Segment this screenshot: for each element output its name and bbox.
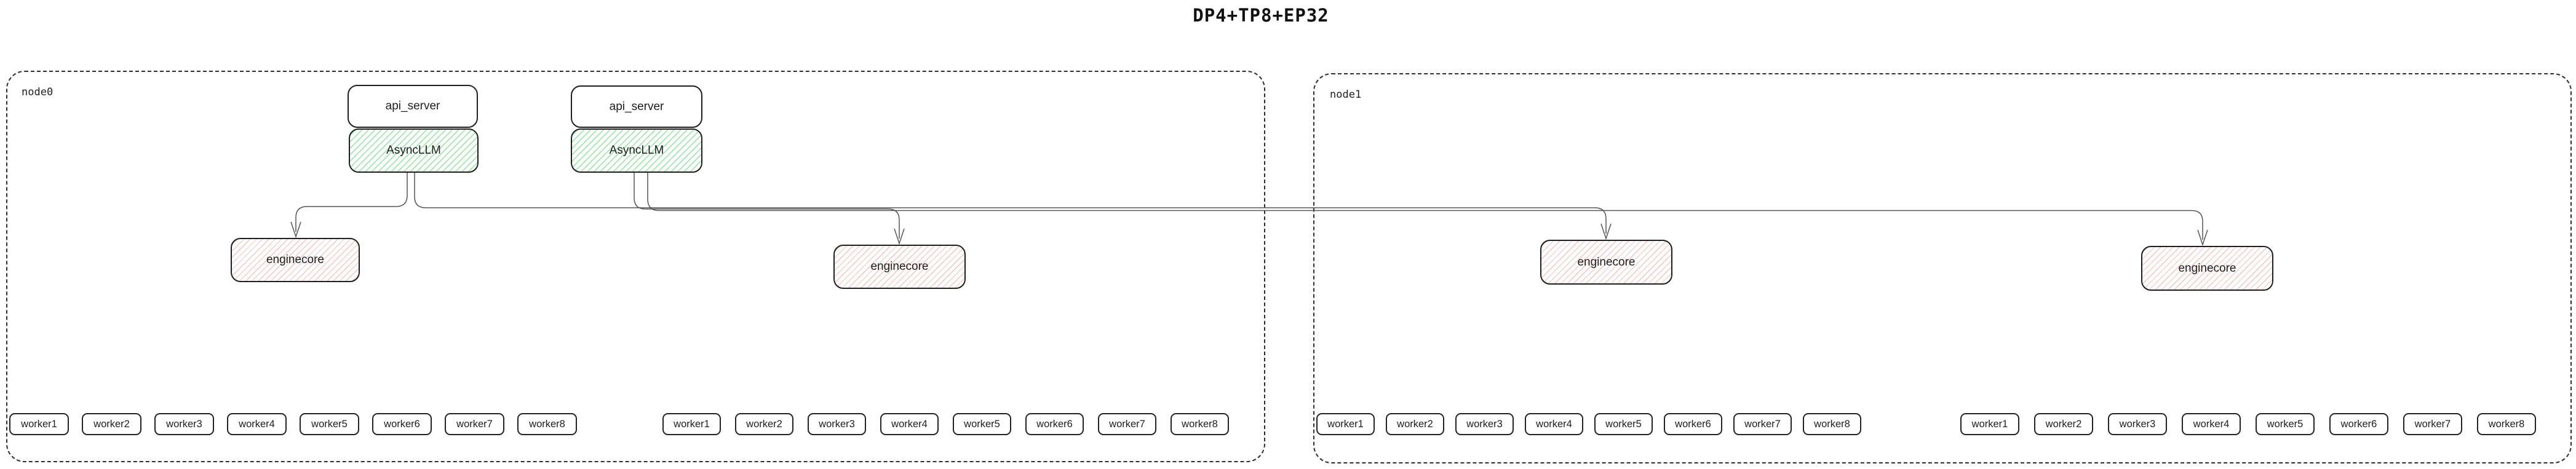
- worker-box: worker5: [2256, 413, 2315, 435]
- worker-box: worker2: [82, 413, 141, 435]
- node1-container: [1313, 73, 2572, 463]
- diagram-title: DP4+TP8+EP32: [1193, 5, 1329, 26]
- enginecore-label-3: enginecore: [1577, 255, 1636, 269]
- worker-box: worker7: [1098, 413, 1156, 435]
- worker-box: worker5: [300, 413, 359, 435]
- worker-box: worker1: [1960, 413, 2019, 435]
- worker-box: worker6: [2329, 413, 2388, 435]
- worker-box: worker4: [227, 413, 287, 435]
- worker-box: worker2: [1386, 413, 1444, 435]
- api-server-label-1: api_server: [385, 100, 440, 112]
- enginecore-box-3: enginecore: [1540, 240, 1672, 285]
- api-server-box-2: api_server: [571, 85, 702, 128]
- enginecore-box-2: enginecore: [833, 245, 966, 289]
- worker-box: worker3: [808, 413, 866, 435]
- api-server-box-1: api_server: [348, 85, 478, 128]
- worker-box: worker5: [953, 413, 1011, 435]
- worker-box: worker4: [2182, 413, 2241, 435]
- api-server-label-2: api_server: [609, 100, 664, 113]
- node1-label: node1: [1330, 89, 1362, 101]
- worker-box: worker4: [880, 413, 939, 435]
- worker-box: worker8: [517, 413, 577, 435]
- worker-box: worker7: [2403, 413, 2462, 435]
- asyncllm-box-1: AsyncLLM: [349, 128, 479, 173]
- worker-box: worker1: [9, 413, 69, 435]
- worker-box: worker3: [1455, 413, 1514, 435]
- worker-box: worker3: [154, 413, 214, 435]
- worker-box: worker6: [372, 413, 432, 435]
- worker-box: worker2: [2034, 413, 2093, 435]
- enginecore-label-2: enginecore: [870, 260, 929, 273]
- enginecore-box-1: enginecore: [231, 238, 360, 282]
- worker-box: worker2: [735, 413, 793, 435]
- node0-container: [6, 71, 1265, 462]
- worker-box: worker1: [662, 413, 721, 435]
- worker-box: worker6: [1664, 413, 1722, 435]
- worker-box: worker5: [1594, 413, 1653, 435]
- worker-box: worker6: [1025, 413, 1084, 435]
- worker-box: worker1: [1316, 413, 1375, 435]
- node0-label: node0: [22, 86, 54, 98]
- worker-box: worker8: [1803, 413, 1861, 435]
- worker-box: worker7: [445, 413, 504, 435]
- asyncllm-label-1: AsyncLLM: [386, 144, 441, 157]
- worker-box: worker7: [1733, 413, 1792, 435]
- worker-box: worker8: [2477, 413, 2536, 435]
- worker-box: worker3: [2108, 413, 2167, 435]
- enginecore-label-1: enginecore: [266, 253, 325, 266]
- enginecore-label-4: enginecore: [2178, 261, 2236, 275]
- enginecore-box-4: enginecore: [2141, 246, 2273, 291]
- worker-box: worker8: [1171, 413, 1229, 435]
- asyncllm-label-2: AsyncLLM: [609, 144, 664, 157]
- asyncllm-box-2: AsyncLLM: [571, 128, 702, 173]
- worker-box: worker4: [1525, 413, 1583, 435]
